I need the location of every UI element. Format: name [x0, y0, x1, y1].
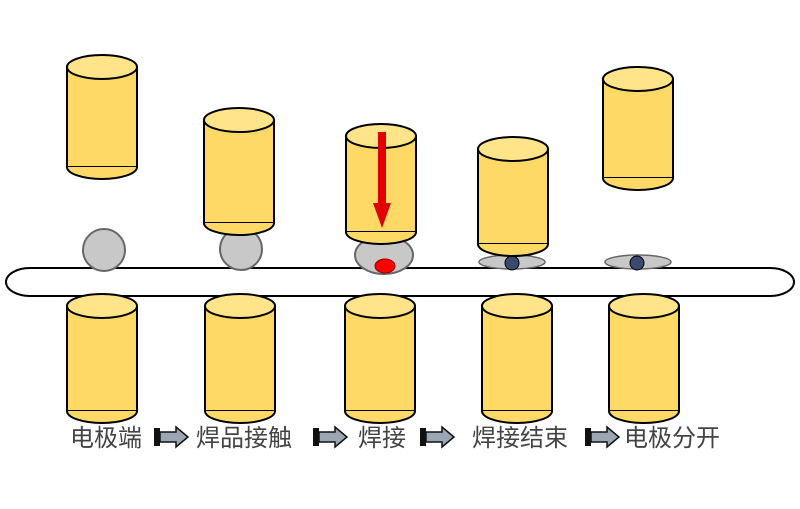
upper-electrode — [477, 136, 549, 257]
weld-ball — [82, 228, 126, 272]
step-label-4: 焊接结束 — [472, 424, 568, 452]
down-arrow-icon — [373, 132, 391, 228]
right-arrow-icon — [585, 425, 621, 449]
step-label-5: 电极分开 — [624, 424, 720, 452]
weld-nugget — [504, 255, 520, 271]
stage-1 — [66, 54, 138, 424]
stage-2 — [203, 107, 276, 424]
upper-electrode — [66, 54, 138, 180]
weld-nugget-red — [374, 258, 396, 274]
lower-electrode — [481, 293, 553, 424]
lower-electrode — [204, 293, 276, 424]
workpiece-strip — [5, 267, 795, 297]
lower-electrode — [608, 293, 680, 424]
lower-electrode — [344, 293, 416, 424]
lower-electrode — [66, 293, 138, 424]
upper-electrode — [602, 66, 674, 191]
weld-nugget — [629, 255, 645, 271]
upper-electrode — [203, 107, 275, 236]
right-arrow-icon — [420, 425, 456, 449]
step-label-2: 焊品接触 — [196, 424, 292, 452]
right-arrow-icon — [313, 425, 349, 449]
stage-5 — [602, 66, 680, 424]
step-label-1: 电极端 — [70, 424, 142, 452]
stage-3 — [344, 123, 417, 424]
right-arrow-icon — [154, 425, 190, 449]
stage-4 — [477, 136, 553, 424]
step-label-3: 焊接 — [358, 424, 406, 452]
